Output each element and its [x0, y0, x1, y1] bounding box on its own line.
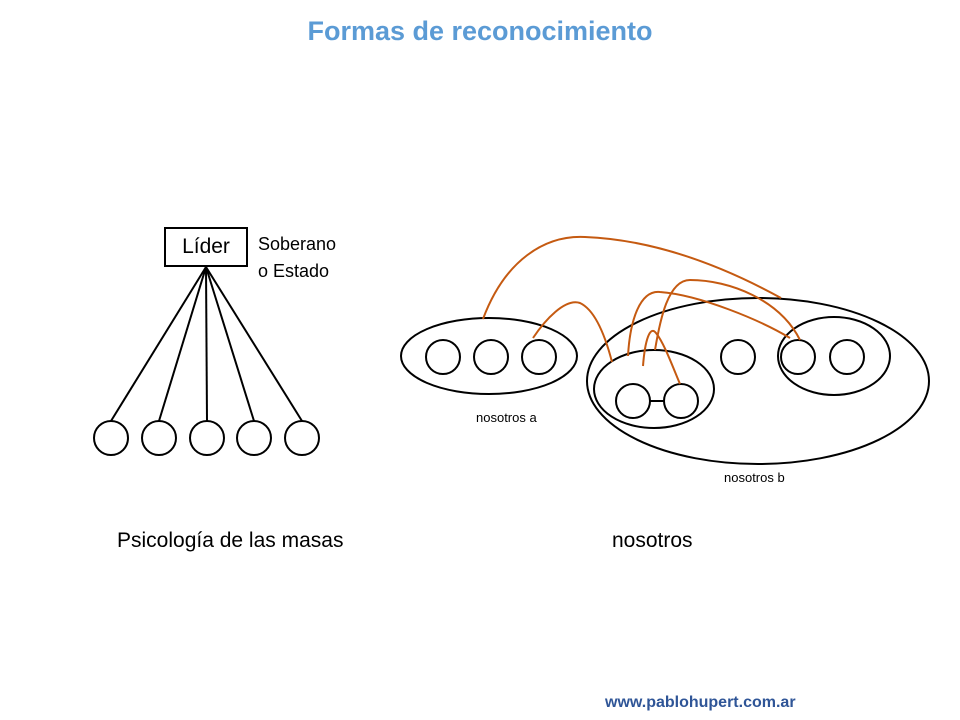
mass-member-node: [141, 420, 177, 456]
sovereign-label-line2: o Estado: [258, 261, 330, 281]
leader-line-4: [205, 266, 255, 422]
group-b-label: nosotros b: [724, 470, 785, 485]
sovereign-label: Soberano o Estado: [258, 231, 336, 285]
right-pair-member-node: [780, 339, 816, 375]
group-b-member-node: [720, 339, 756, 375]
right-pair-member-node: [829, 339, 865, 375]
group-a-member-node: [473, 339, 509, 375]
recognition-link-inner-to-right-2: [654, 278, 801, 351]
mass-member-node: [284, 420, 320, 456]
group-members: [425, 339, 865, 419]
inner-pair-ellipse: [593, 349, 715, 429]
leader-line-1: [110, 266, 207, 422]
mass-members: [93, 420, 320, 456]
caption-mass-psychology: Psicología de las masas: [117, 529, 344, 552]
group-a-member-node: [425, 339, 461, 375]
group-a-ellipse: [400, 317, 578, 395]
mass-member-node: [236, 420, 272, 456]
leader-connections: [110, 266, 303, 422]
page-title: Formas de reconocimiento: [307, 16, 653, 46]
group-outlines: [400, 297, 930, 465]
recognition-link-a-to-inner: [532, 301, 613, 363]
leader-box: Líder: [164, 227, 248, 267]
group-a-member-node: [521, 339, 557, 375]
footer-url: www.pablohupert.com.ar: [605, 694, 796, 711]
leader-label: Líder: [182, 235, 230, 258]
recognition-link-inner-to-right: [627, 290, 791, 357]
sovereign-label-line1: Soberano: [258, 234, 337, 254]
right-pair-ellipse: [777, 316, 891, 396]
mass-member-node: [189, 420, 225, 456]
leader-line-3: [205, 266, 208, 422]
inner-pair-member-node: [615, 383, 651, 419]
mass-member-node: [93, 420, 129, 456]
recognition-links: [482, 235, 801, 385]
leader-line-2: [158, 266, 207, 422]
group-a-label: nosotros a: [476, 410, 537, 425]
caption-nosotros: nosotros: [612, 529, 693, 552]
leader-line-5: [205, 266, 303, 422]
recognition-link-inner-loop: [642, 330, 681, 385]
recognition-link-a-to-b: [482, 235, 782, 320]
inner-pair-member-node: [663, 383, 699, 419]
